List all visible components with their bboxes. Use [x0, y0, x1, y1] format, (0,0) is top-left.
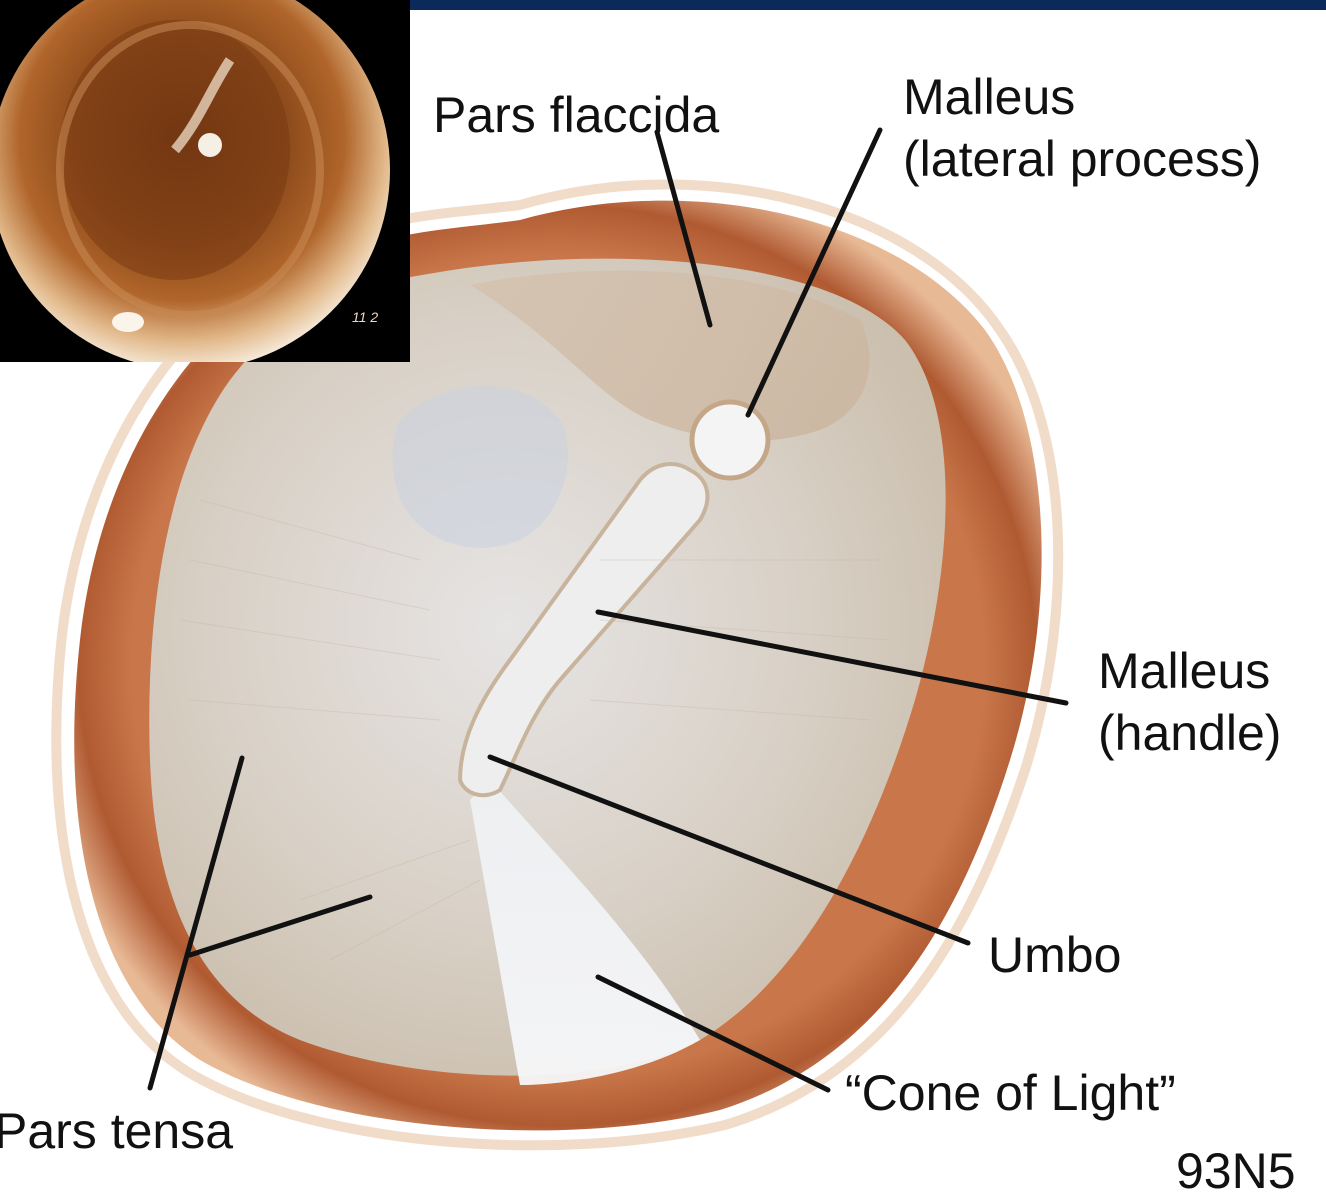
label-umbo: Umbo — [988, 927, 1122, 983]
cone-of-light-region — [470, 780, 700, 1085]
label-pars-tensa: Pars tensa — [0, 1103, 234, 1159]
slide-title-bar — [410, 0, 1326, 10]
leader-pars-tensa-2 — [187, 894, 373, 958]
figure-code: 93N5 — [1176, 1143, 1296, 1199]
pars-flaccida-region — [470, 270, 870, 441]
label-malleus-lateral-line2: (lateral process) — [903, 131, 1262, 187]
label-malleus-handle-line1: Malleus — [1098, 643, 1271, 699]
leader-malleus-lateral — [745, 127, 883, 418]
label-cone-of-light: “Cone of Light” — [845, 1065, 1176, 1121]
label-malleus-handle: Malleus (handle) — [1098, 640, 1281, 764]
leader-pars-tensa-1 — [147, 755, 245, 1091]
malleus-handle-shape — [457, 462, 710, 798]
inset-caption-mark: 11 2 — [352, 309, 378, 325]
leader-pars-flaccida — [654, 129, 713, 328]
leader-umbo — [487, 754, 971, 946]
label-malleus-lateral-process: Malleus (lateral process) — [903, 66, 1261, 190]
malleus-lateral-process-shape — [689, 399, 771, 481]
otoscope-photo-inset: 11 2 — [0, 0, 410, 362]
label-pars-flaccida: Pars flaccida — [433, 87, 720, 143]
leader-cone-of-light — [595, 974, 831, 1093]
label-malleus-lateral-line1: Malleus — [903, 69, 1076, 125]
label-malleus-handle-line2: (handle) — [1098, 705, 1282, 761]
leader-malleus-handle — [595, 609, 1069, 706]
